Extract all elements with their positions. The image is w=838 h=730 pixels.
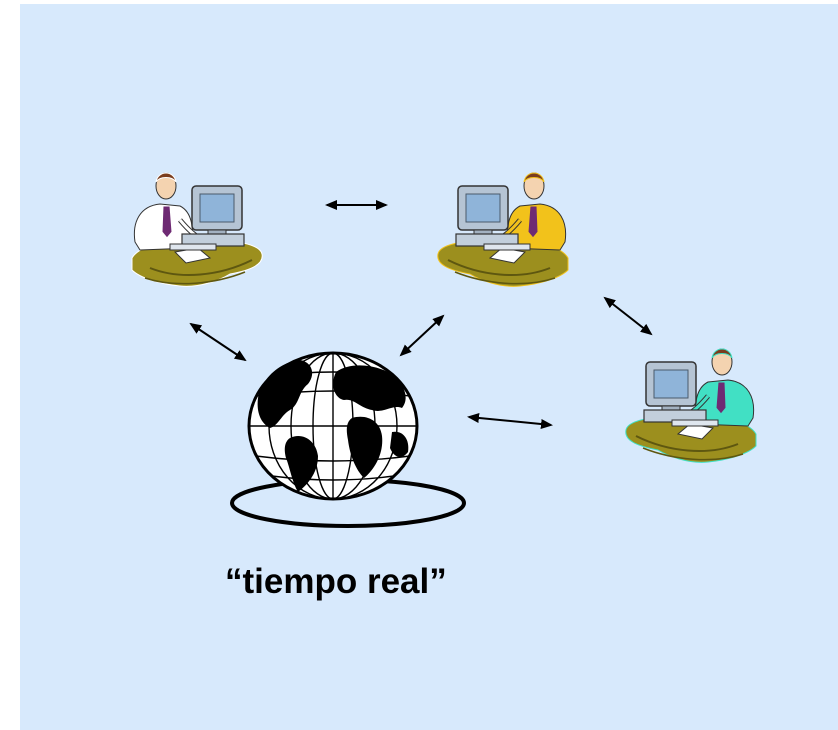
double-arrow-icon-right	[603, 296, 653, 336]
workstation-icon-top-right	[438, 173, 568, 286]
slide-background: “tiempo real”	[20, 4, 838, 730]
double-arrow-icon-bottom	[467, 412, 553, 430]
double-arrow-icon-center	[399, 314, 445, 357]
network-diagram	[20, 4, 838, 528]
double-arrow-icon-left	[189, 322, 247, 362]
globe-icon	[230, 351, 466, 528]
workstation-icon-top-left	[132, 173, 262, 286]
workstation-icon-right	[626, 349, 756, 462]
caption-text: “tiempo real”	[225, 562, 447, 601]
